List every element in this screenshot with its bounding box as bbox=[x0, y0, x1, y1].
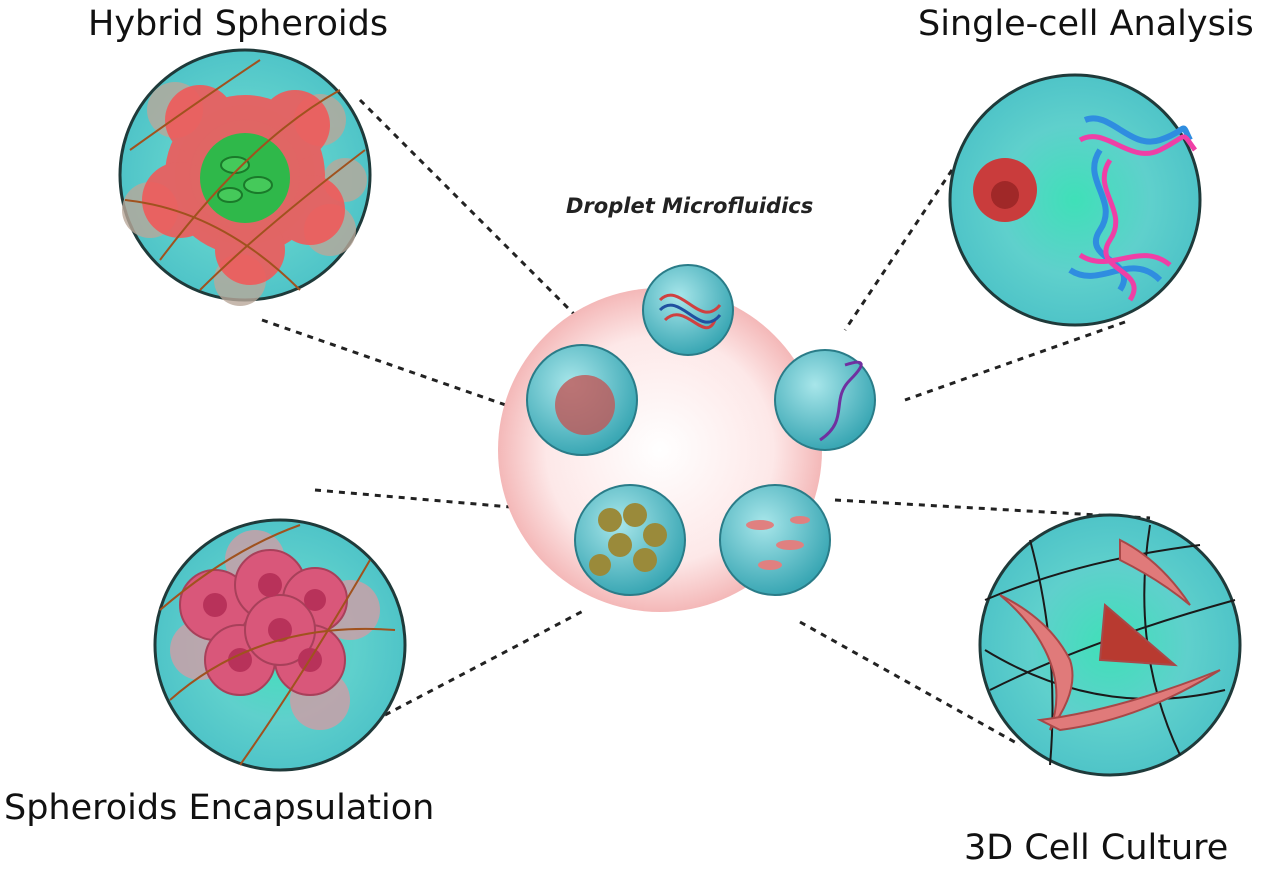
single-cell-droplet bbox=[948, 73, 1202, 327]
spheroids-encapsulation-droplet bbox=[153, 518, 407, 772]
label-3d-cell-culture: 3D Cell Culture bbox=[964, 828, 1229, 868]
cell-culture-3d-droplet bbox=[978, 513, 1242, 777]
label-droplet-microfluidics: Droplet Microfluidics bbox=[566, 194, 814, 218]
green-core bbox=[200, 133, 290, 223]
label-spheroids-encapsulation: Spheroids Encapsulation bbox=[4, 788, 435, 828]
mini-droplet-cells bbox=[719, 484, 831, 596]
mini-droplet-dna bbox=[642, 264, 734, 356]
label-hybrid-spheroids: Hybrid Spheroids bbox=[88, 4, 389, 44]
connector-lines bbox=[261, 98, 1151, 747]
central-droplet bbox=[498, 264, 876, 612]
hybrid-spheroids-droplet bbox=[118, 48, 372, 306]
mini-droplet-single-dna bbox=[774, 349, 876, 451]
label-single-cell-analysis: Single-cell Analysis bbox=[918, 4, 1254, 44]
